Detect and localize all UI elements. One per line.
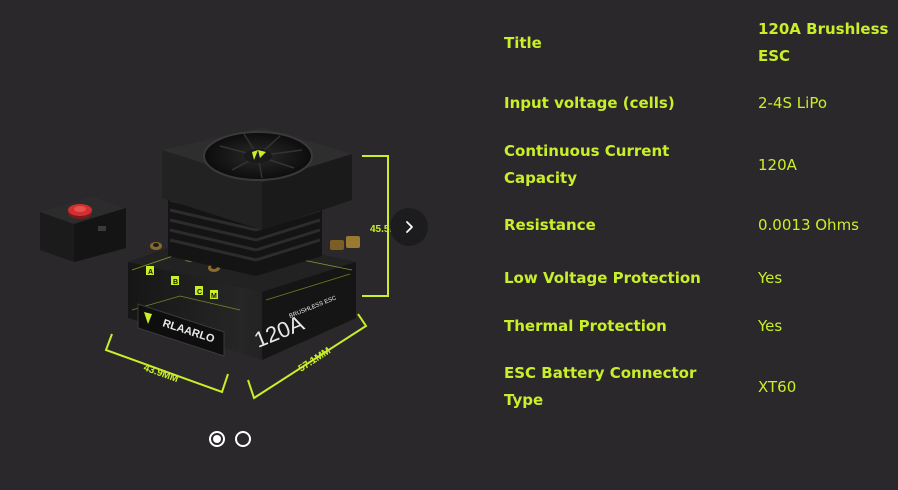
esc-body: A B C M RLAARLO 120A <box>128 232 360 360</box>
fan-cap <box>162 128 352 230</box>
spec-table: Title 120A Brushless ESC Input voltage (… <box>504 14 892 424</box>
carousel-next-button[interactable] <box>390 208 428 246</box>
spec-row-low-voltage-protection: Low Voltage Protection Yes <box>504 254 892 302</box>
spec-label: Input voltage (cells) <box>504 93 675 112</box>
gold-connectors <box>150 236 360 272</box>
port-label-c: C <box>197 289 202 296</box>
depth-dimension-label: 57.1MM <box>297 346 333 375</box>
switch-module <box>40 196 126 262</box>
chevron-right-icon <box>406 221 413 233</box>
spec-label: ESC Battery Connector Type <box>504 364 697 409</box>
spec-row-thermal-protection: Thermal Protection Yes <box>504 302 892 350</box>
spec-value: 2-4S LiPo <box>758 93 828 112</box>
spec-row-resistance: Resistance 0.0013 Ohms <box>504 196 892 254</box>
esc-product-image: 45.5MM 43.9MM 57.1MM A B <box>40 128 406 400</box>
spec-row-title: Title 120A Brushless ESC <box>504 14 892 72</box>
carousel-dot-2[interactable] <box>235 431 251 447</box>
port-label-b: B <box>173 279 178 286</box>
port-label-a: A <box>148 269 153 276</box>
spec-label: Continuous Current Capacity <box>504 142 670 187</box>
port-label-m: M <box>211 293 217 300</box>
spec-value: XT60 <box>758 377 797 396</box>
width-dimension-label: 43.9MM <box>142 362 180 385</box>
spec-label: Low Voltage Protection <box>504 268 701 287</box>
spec-value: 0.0013 Ohms <box>758 215 859 234</box>
spec-value: Yes <box>758 316 783 335</box>
spec-value: Yes <box>758 268 783 287</box>
width-dimension-line <box>104 333 229 394</box>
spec-label: Thermal Protection <box>504 316 667 335</box>
spec-label: Resistance <box>504 215 596 234</box>
height-dimension-line <box>362 155 389 297</box>
product-image-area: 45.5MM 43.9MM 57.1MM A B <box>0 0 480 490</box>
spec-row-continuous-current: Continuous Current Capacity 120A <box>504 134 892 196</box>
spec-value: 120A Brushless ESC <box>758 20 889 65</box>
spec-row-input-voltage: Input voltage (cells) 2-4S LiPo <box>504 72 892 134</box>
depth-dimension-line <box>247 313 368 400</box>
spec-row-battery-connector: ESC Battery Connector Type XT60 <box>504 350 892 424</box>
spec-value: 120A <box>758 155 797 174</box>
carousel-pagination <box>209 431 251 447</box>
carousel-dot-1[interactable] <box>209 431 225 447</box>
spec-label: Title <box>504 33 542 52</box>
height-dimension-label: 45.5MM <box>370 224 406 235</box>
